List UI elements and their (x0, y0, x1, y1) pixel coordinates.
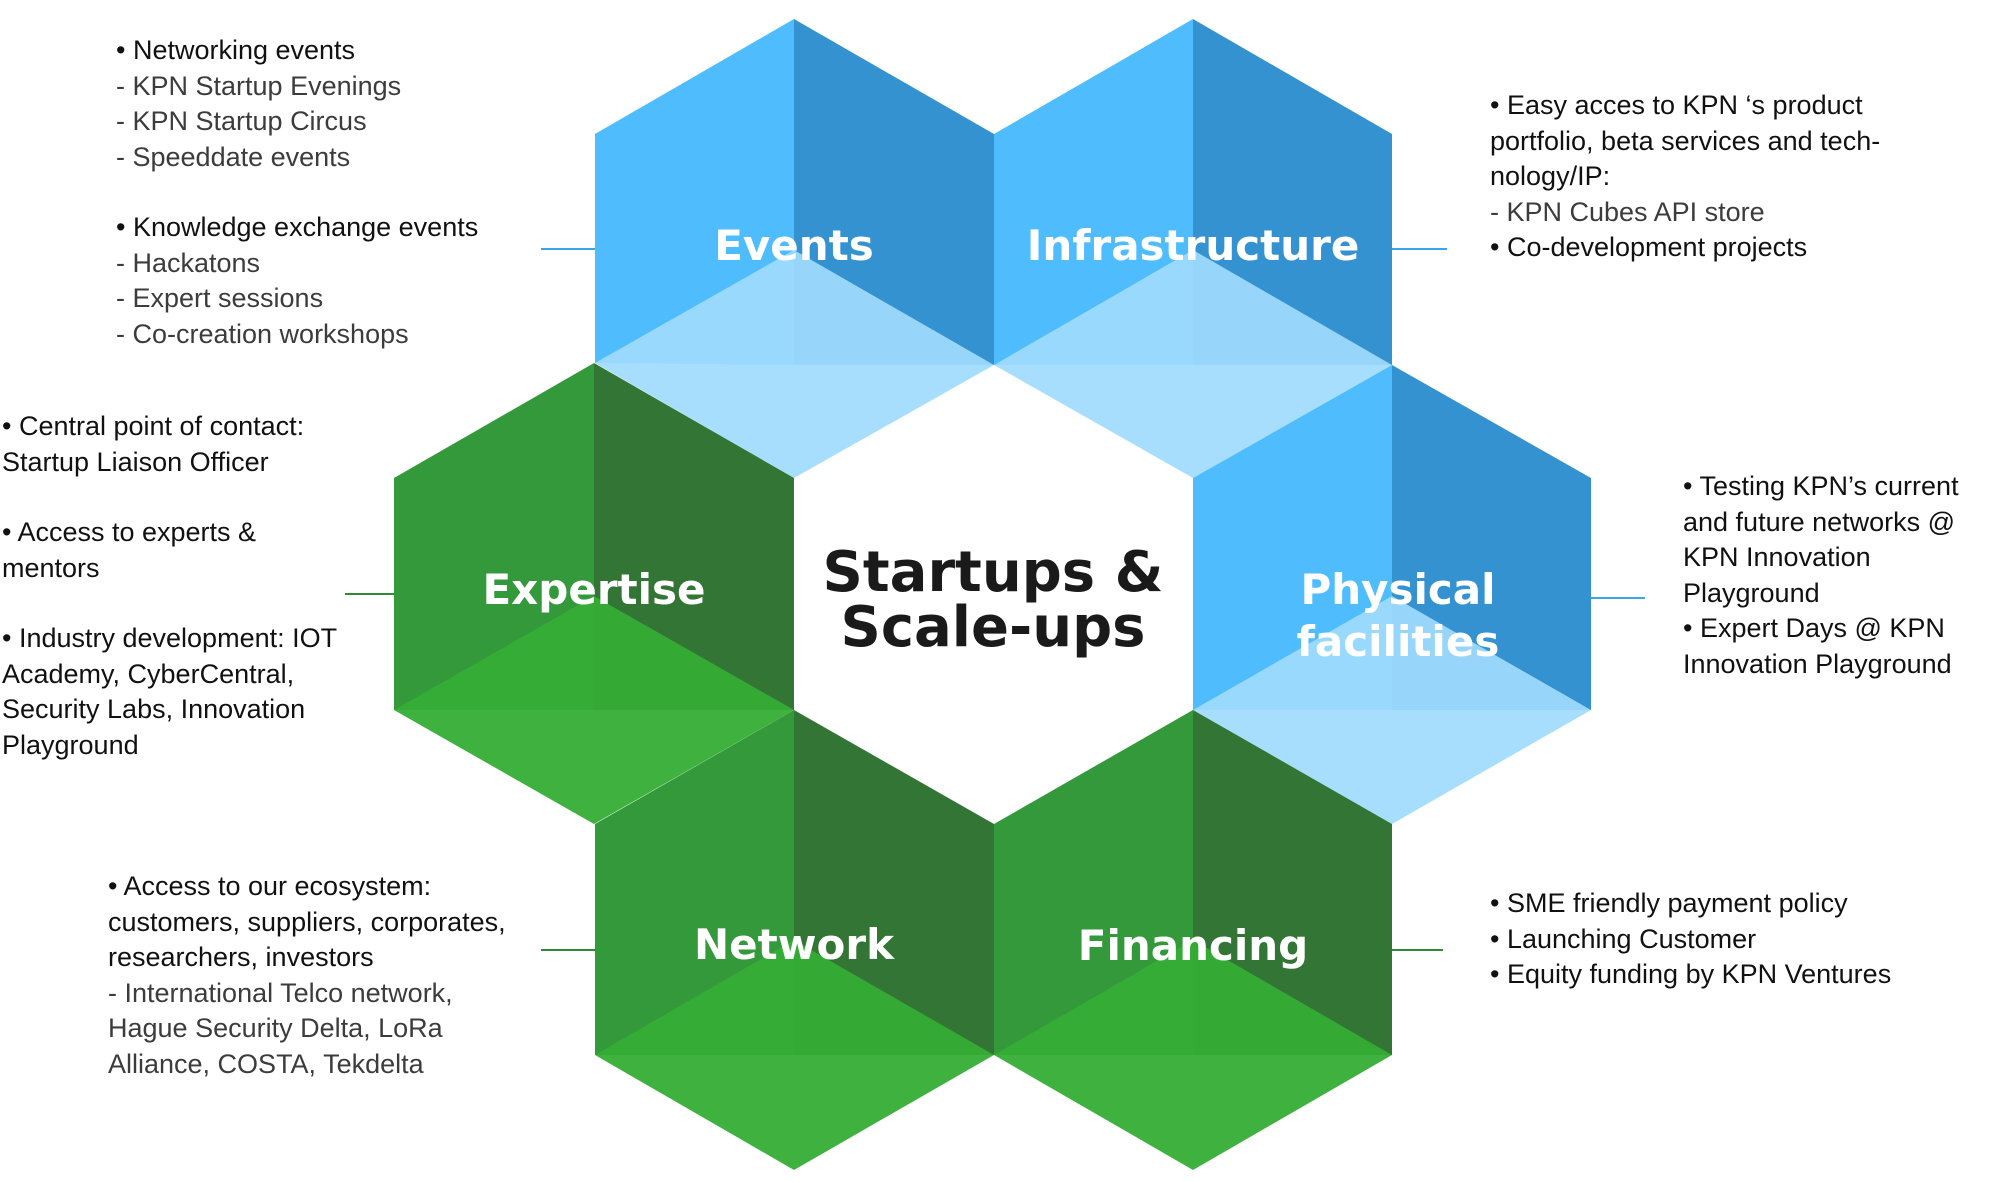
expertise-line (2, 480, 337, 515)
physical-line: Playground (1683, 577, 1820, 608)
cube-events-bottom-face (595, 250, 994, 478)
cube-events[interactable]: Events (595, 19, 994, 478)
physical-line: and future networks @ (1683, 506, 1956, 537)
financing-description: • SME friendly payment policy • Launching… (1490, 886, 1891, 993)
events-description: • Networking events - KPN Startup Evening… (116, 33, 478, 352)
cube-infrastructure-bottom-face (994, 250, 1392, 478)
physical-line: • Testing KPN’s current (1683, 471, 1959, 501)
infrastructure-line: • Easy acces to KPN ‘s product (1490, 90, 1863, 120)
cube-expertise-left-face (394, 363, 594, 710)
expertise-line: Playground (2, 729, 139, 760)
cube-expertise-right-face (594, 363, 794, 710)
expertise-line: Academy, CyberCentral, (2, 658, 295, 689)
cube-events-label: Events (714, 221, 874, 270)
cube-expertise-label: Expertise (482, 565, 705, 614)
expertise-line (2, 586, 337, 621)
events-line: - KPN Startup Evenings (116, 70, 402, 101)
events-line: • Networking events (116, 35, 356, 65)
financing-line: • SME friendly payment policy (1490, 888, 1848, 918)
physical-line: KPN Innovation (1683, 542, 1871, 572)
network-description: • Access to our ecosystem: customers, sup… (108, 869, 506, 1082)
expertise-line: • Central point of contact: (2, 411, 305, 441)
financing-line: • Launching Customer (1490, 923, 1757, 954)
physical-facilities-description: • Testing KPN’s current and future networ… (1683, 469, 1959, 682)
events-line: - KPN Startup Circus (116, 106, 367, 136)
network-line: Hague Security Delta, LoRa (108, 1013, 443, 1043)
events-line: - Hackatons (116, 247, 261, 278)
events-line: • Knowledge exchange events (116, 212, 479, 242)
events-line: - Co-creation workshops (116, 318, 409, 349)
network-line: customers, suppliers, corporates, (108, 906, 506, 937)
cube-financing-label: Financing (1078, 921, 1309, 970)
financing-line: • Equity funding by KPN Ventures (1490, 959, 1892, 989)
physical-line: Innovation Playground (1683, 648, 1952, 679)
events-line (116, 175, 478, 210)
network-line: • Access to our ecosystem: (108, 871, 432, 901)
events-line: - Speeddate events (116, 141, 351, 172)
cube-physical-right-face (1392, 365, 1591, 710)
expertise-line: • Industry development: IOT (2, 623, 338, 653)
network-line: - International Telco network, (108, 977, 453, 1008)
cube-network-bottom-face (595, 940, 994, 1170)
physical-line: • Expert Days @ KPN (1683, 613, 1945, 643)
network-line: Alliance, COSTA, Tekdelta (108, 1048, 424, 1079)
infrastructure-line: nology/IP: (1490, 161, 1611, 191)
cube-physical-label-line2: facilities (1297, 617, 1500, 666)
expertise-line: Security Labs, Innovation (2, 694, 306, 724)
cube-expertise-bottom-face (394, 596, 794, 824)
infrastructure-line: • Co-development projects (1490, 232, 1808, 262)
cube-financing-bottom-face (994, 940, 1392, 1170)
cube-expertise[interactable]: Expertise (394, 363, 794, 824)
infrastructure-line: portfolio, beta services and tech- (1490, 125, 1881, 156)
expertise-line: • Access to experts & (2, 517, 257, 547)
cube-infrastructure-right-face (1193, 19, 1392, 365)
center-title-line2: Scale-ups (840, 595, 1145, 660)
cube-financing[interactable]: Financing (994, 710, 1392, 1170)
expertise-description: • Central point of contact: Startup Liais… (2, 409, 337, 763)
infrastructure-description: • Easy acces to KPN ‘s product portfolio,… (1490, 88, 1880, 266)
cube-events-right-face (794, 19, 994, 365)
center-title-line1: Startups & (823, 540, 1164, 605)
cube-physical-label-line1: Physical (1300, 565, 1495, 614)
cube-infrastructure-left-face (994, 19, 1193, 365)
cube-network[interactable]: Network (595, 710, 994, 1170)
expertise-line: Startup Liaison Officer (2, 446, 269, 477)
events-line: - Expert sessions (116, 283, 324, 313)
cube-infrastructure-label: Infrastructure (1027, 221, 1360, 270)
cube-physical-left-face (1193, 365, 1392, 710)
infrastructure-line: - KPN Cubes API store (1490, 196, 1765, 227)
network-line: researchers, investors (108, 942, 374, 972)
cube-infrastructure[interactable]: Infrastructure (994, 19, 1392, 478)
expertise-line: mentors (2, 552, 100, 583)
cube-network-label: Network (694, 920, 895, 969)
